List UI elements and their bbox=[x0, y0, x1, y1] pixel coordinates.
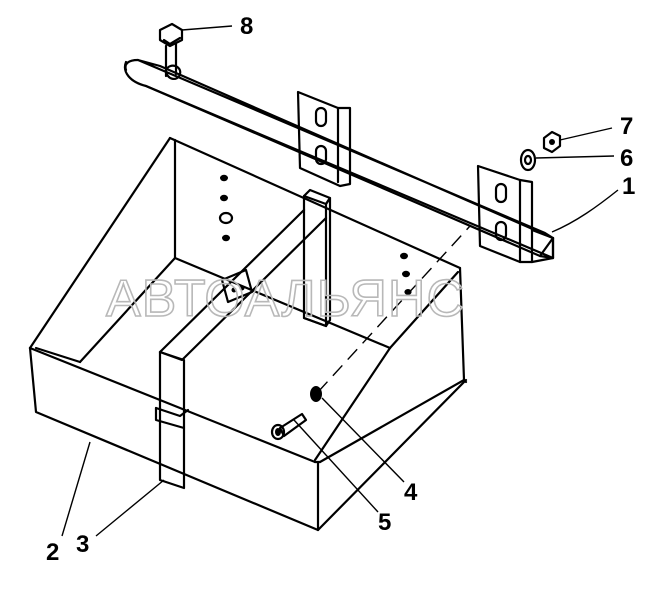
watermark-text: АВТОАЛЬЯНС bbox=[106, 270, 465, 328]
callout-4: 4 bbox=[404, 479, 418, 506]
mounting-bracket bbox=[123, 58, 555, 264]
callout-3: 3 bbox=[76, 531, 89, 558]
washer-6 bbox=[519, 148, 537, 172]
callout-8: 8 bbox=[240, 13, 253, 40]
callout-5: 5 bbox=[378, 509, 391, 536]
callout-1: 1 bbox=[622, 173, 635, 200]
callout-2: 2 bbox=[46, 539, 59, 566]
callout-7: 7 bbox=[620, 113, 633, 140]
leader-lines bbox=[61, 25, 619, 537]
washer-4 bbox=[310, 386, 322, 402]
hold-down-strap bbox=[154, 188, 332, 490]
bolt-5 bbox=[270, 412, 308, 441]
bolt-8 bbox=[158, 22, 184, 78]
battery-box bbox=[28, 136, 468, 532]
nut-7 bbox=[542, 130, 562, 154]
assembly-axis-line bbox=[317, 225, 471, 393]
callout-6: 6 bbox=[620, 145, 633, 172]
